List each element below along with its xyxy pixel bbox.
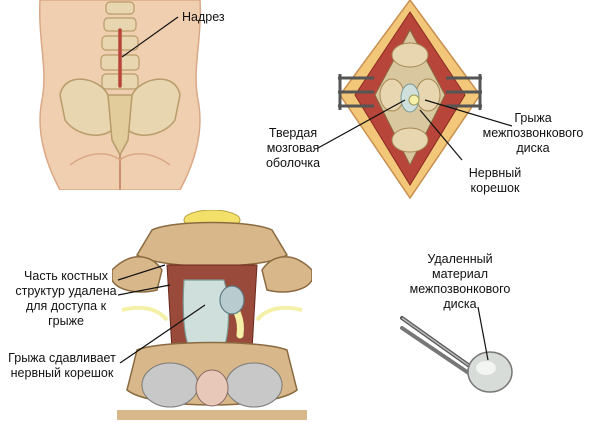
removed-material-label-line: межпозвонкового (409, 282, 511, 296)
removed-material-label-line: Удаленный (427, 252, 493, 266)
dura-label-line: оболочка (265, 156, 321, 170)
herniation-label-line: диска (516, 141, 550, 155)
herniation-label-line: Грыжа (514, 111, 552, 125)
nerve-root-label-line: корешок (470, 181, 520, 195)
bone-removed-label: Часть костных структур удалена для досту… (10, 269, 122, 329)
dura-label-line: Твердая (268, 126, 318, 140)
dura-label: Твердая мозговая оболочка (258, 126, 328, 171)
herniation-label: Грыжа межпозвонкового диска (478, 111, 588, 156)
nerve-root-label-line: Нервный (468, 166, 522, 180)
nerve-root-label: Нервный корешок (455, 166, 535, 196)
bone-removed-label-line: структур удалена (15, 284, 117, 298)
herniation-compresses-label-line: нервный корешок (10, 366, 114, 380)
herniation-label-line: межпозвонкового (482, 126, 584, 140)
laminotomy-view (112, 210, 312, 424)
removed-material-label-line: диска (443, 297, 477, 311)
removed-material-label: Удаленный материал межпозвонкового диска (400, 252, 520, 312)
incision-label: Надрез (182, 10, 225, 24)
bone-removed-label-line: Часть костных (24, 269, 108, 283)
back-illustration (20, 0, 220, 190)
dura-label-line: мозговая (266, 141, 320, 155)
removed-material-label-line: материал (432, 267, 488, 281)
herniation-compresses-label-line: Грыжа сдавливает (8, 351, 116, 365)
bone-removed-label-line: для доступа к (25, 299, 107, 313)
forceps-icon (400, 310, 520, 400)
bone-removed-label-line: грыже (48, 314, 84, 328)
herniation-compresses-label: Грыжа сдавливает нервный корешок (4, 351, 120, 381)
surgical-field (330, 0, 490, 200)
